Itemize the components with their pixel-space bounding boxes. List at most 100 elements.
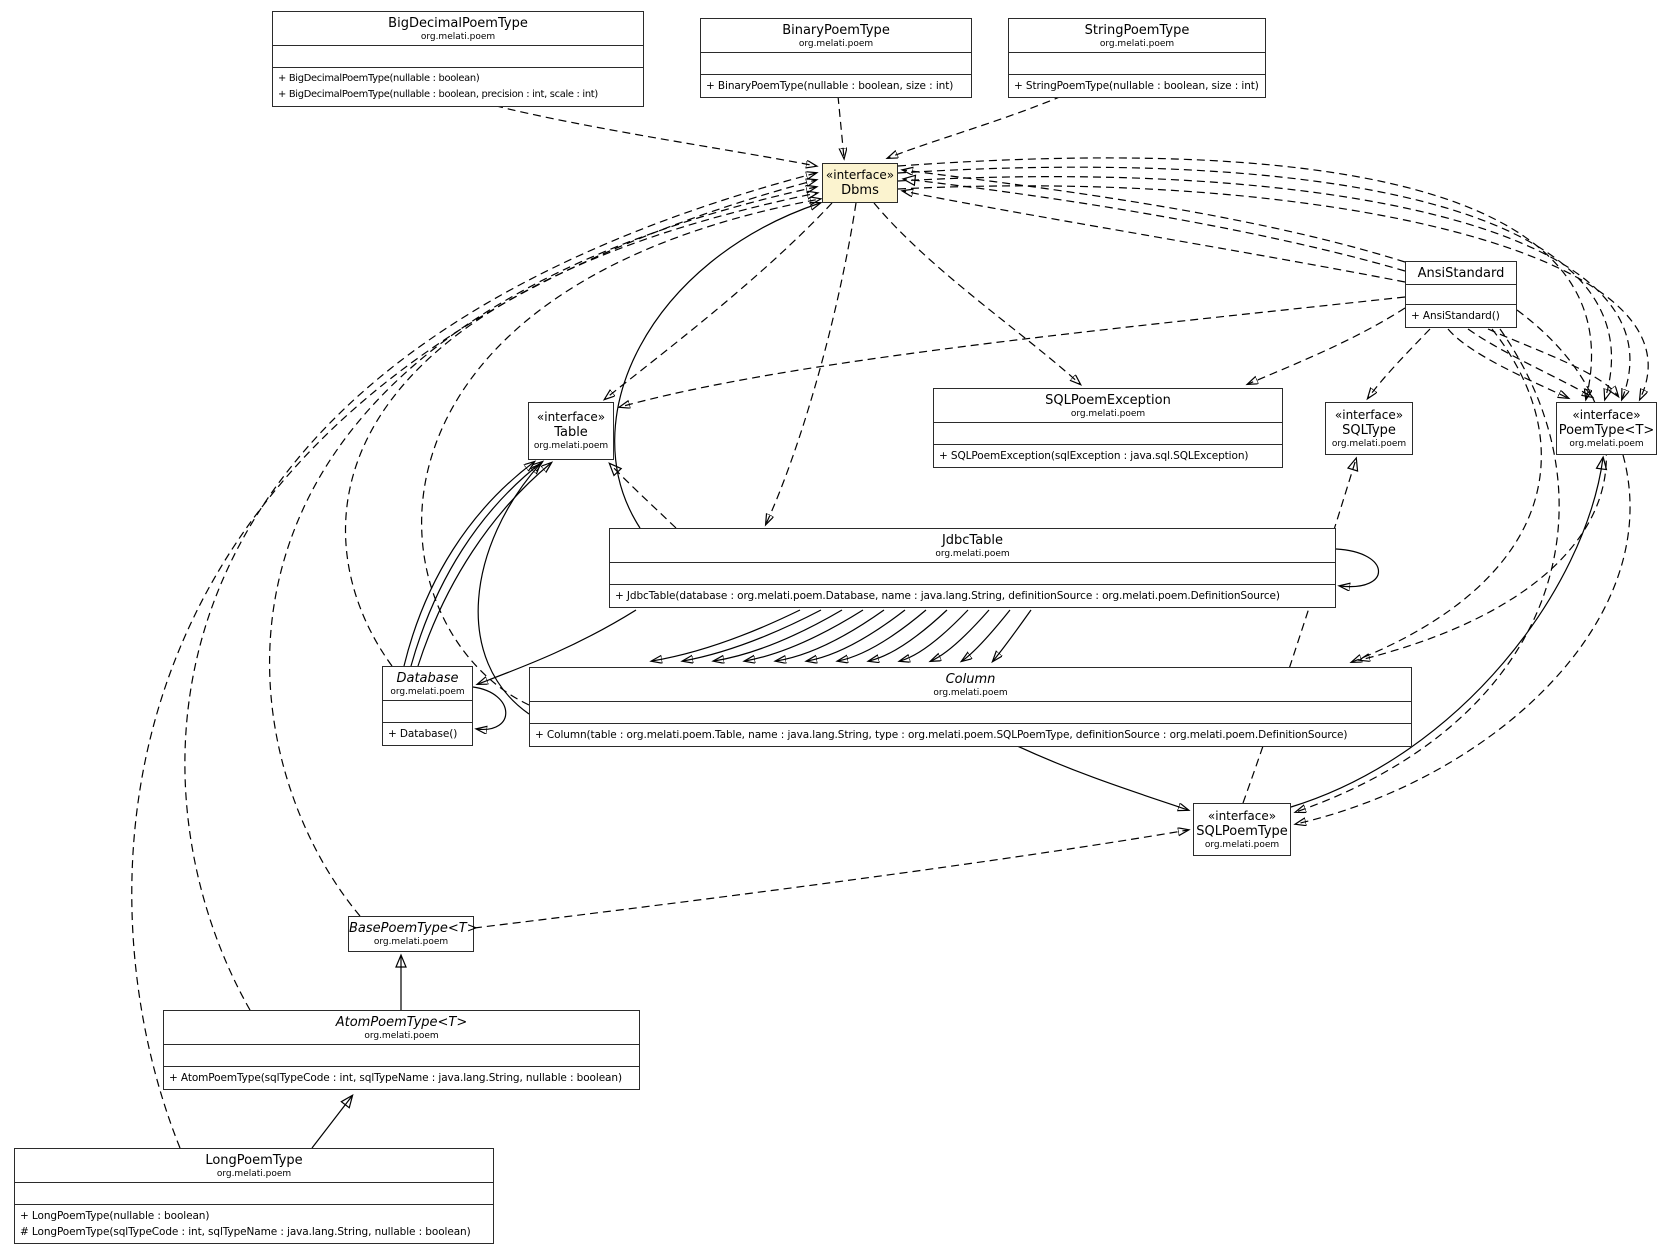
association-jdbctable-column-1 (652, 609, 801, 661)
class-package: org.melati.poem (1099, 39, 1175, 49)
method: + BigDecimalPoemType(nullable : boolean) (278, 73, 480, 84)
class-basepoemtype[interactable]: BasePoemType<T> org.melati.poem (348, 916, 478, 952)
self-association-database (472, 686, 507, 729)
dependency-dbms-poemtype-1 (897, 157, 1592, 399)
dependency-ansistandard-column-2 (1360, 309, 1607, 660)
class-package: org.melati.poem (373, 937, 449, 947)
dependency-ansistandard-poemtype-1 (1447, 328, 1568, 398)
stereotype: «interface» (1207, 808, 1277, 823)
association-jdbctable-column-7 (838, 609, 927, 661)
dependency-basepoemtype-dbms (269, 187, 816, 917)
association-jdbctable-column-5 (776, 609, 885, 661)
association-jdbctable-database (478, 609, 637, 684)
class-atompoemtype[interactable]: AtomPoemType<T> org.melati.poem + AtomPo… (163, 1010, 640, 1090)
class-package: org.melati.poem (420, 32, 496, 42)
method: + Database() (388, 728, 458, 740)
class-name: Dbms (841, 182, 879, 198)
association-jdbctable-column-10 (931, 609, 990, 661)
attributes-compartment (1406, 284, 1516, 304)
association-database-table-1 (403, 462, 534, 667)
class-stringpoemtype[interactable]: StringPoemType org.melati.poem + StringP… (1008, 18, 1266, 98)
attributes-compartment (164, 1044, 639, 1066)
methods-compartment: + AnsiStandard() (1406, 304, 1516, 327)
dependency-ansistandard-table (620, 296, 1406, 407)
class-package: org.melati.poem (533, 441, 609, 451)
class-bigdecimalpoemtype[interactable]: BigDecimalPoemType org.melati.poem + Big… (272, 11, 644, 107)
association-jdbctable-column-12 (993, 609, 1032, 661)
generalization-sqlpoemtype-poemtype (1290, 455, 1608, 808)
dependency-column-dbms (421, 199, 820, 706)
method: + BinaryPoemType(nullable : boolean, siz… (706, 80, 954, 92)
association-database-table-3 (417, 463, 551, 667)
generalization-sqlpoemtype-sqltype (1242, 456, 1359, 804)
methods-compartment: + JdbcTable(database : org.melati.poem.D… (610, 584, 1335, 607)
dependency-ansistandard-dbms-1 (903, 191, 1406, 283)
dependency-ansistandard-dbms-2 (903, 170, 1406, 263)
association-jdbctable-column-8 (869, 609, 948, 661)
interface-table[interactable]: «interface» Table org.melati.poem (528, 402, 614, 460)
class-jdbctable[interactable]: JdbcTable org.melati.poem + JdbcTable(da… (609, 528, 1336, 608)
class-name: AnsiStandard (1417, 266, 1505, 281)
attributes-compartment (530, 701, 1411, 723)
generalization-longpoemtype-atompoemtype (311, 1093, 354, 1149)
class-package: org.melati.poem (798, 39, 874, 49)
class-package: org.melati.poem (1070, 409, 1146, 419)
methods-compartment: + AtomPoemType(sqlTypeCode : int, sqlTyp… (164, 1066, 639, 1089)
class-name: SQLPoemType (1196, 823, 1288, 839)
dependency-ansistandard-sqlpoemexception (1248, 307, 1406, 384)
method: + SQLPoemException(sqlException : java.s… (939, 450, 1249, 462)
class-name: Column (945, 672, 996, 687)
method: + JdbcTable(database : org.melati.poem.D… (615, 590, 1280, 602)
interface-poemtype[interactable]: «interface» PoemType<T> org.melati.poem (1556, 402, 1657, 455)
class-package: org.melati.poem (216, 1169, 292, 1179)
class-name: PoemType<T> (1558, 422, 1655, 438)
class-name: BigDecimalPoemType (388, 16, 528, 31)
class-binarypoemtype[interactable]: BinaryPoemType org.melati.poem + BinaryP… (700, 18, 972, 98)
method: + AnsiStandard() (1411, 310, 1500, 322)
class-longpoemtype[interactable]: LongPoemType org.melati.poem + LongPoemT… (14, 1148, 494, 1244)
attributes-compartment (273, 45, 643, 67)
method: + AtomPoemType(sqlTypeCode : int, sqlTyp… (169, 1072, 622, 1084)
association-jdbctable-column-9 (900, 609, 969, 661)
association-column-table (477, 464, 540, 715)
association-jdbctable-column-4 (745, 609, 864, 661)
dependency-dbms-jdbctable (766, 202, 857, 524)
class-database[interactable]: Database org.melati.poem + Database() (382, 666, 473, 746)
class-sqlpoemexception[interactable]: SQLPoemException org.melati.poem + SQLPo… (933, 388, 1283, 468)
association-column-sqlpoemtype (1014, 744, 1188, 810)
interface-sqlpoemtype[interactable]: «interface» SQLPoemType org.melati.poem (1193, 803, 1291, 856)
association-jdbctable-column-6 (807, 609, 906, 661)
association-jdbctable-dbms (614, 203, 820, 529)
dependency-database-dbms (344, 193, 817, 667)
dependency-dbms-sqlpoemexception (873, 202, 1080, 384)
attributes-compartment (383, 700, 472, 722)
class-package: org.melati.poem (364, 1031, 439, 1041)
class-package: org.melati.poem (390, 687, 465, 697)
method: + LongPoemType(nullable : boolean) (20, 1210, 210, 1222)
dependency-dbms-poemtype-4 (897, 185, 1649, 399)
dependency-bigdecimalpoemtype-dbms (469, 98, 816, 166)
association-database-table-2 (410, 462, 542, 667)
class-name: Table (554, 425, 588, 440)
dependency-ansistandard-sqlpoemtype-2 (1296, 454, 1631, 824)
dependency-basepoemtype-sqlpoemtype (473, 830, 1188, 929)
attributes-compartment (701, 52, 971, 74)
dependency-ansistandard-poemtype-3 (1487, 328, 1618, 396)
self-association-jdbctable (1335, 548, 1379, 587)
attributes-compartment (610, 562, 1335, 584)
dependency-dbms-table (605, 202, 833, 399)
stereotype: «interface» (536, 410, 606, 424)
class-ansistandard[interactable]: AnsiStandard + AnsiStandard() (1405, 261, 1517, 328)
methods-compartment: + Column(table : org.melati.poem.Table, … (530, 723, 1411, 746)
dependency-ansistandard-column-1 (1352, 328, 1542, 662)
methods-compartment: + Database() (383, 722, 472, 745)
interface-dbms[interactable]: «interface» Dbms (822, 163, 898, 203)
methods-compartment: + LongPoemType(nullable : boolean) # Lon… (15, 1204, 493, 1243)
class-column[interactable]: Column org.melati.poem + Column(table : … (529, 667, 1412, 747)
interface-sqltype[interactable]: «interface» SQLType org.melati.poem (1325, 402, 1413, 455)
stereotype: «interface» (1334, 407, 1404, 422)
class-package: org.melati.poem (1331, 438, 1407, 449)
class-name: StringPoemType (1084, 23, 1190, 38)
